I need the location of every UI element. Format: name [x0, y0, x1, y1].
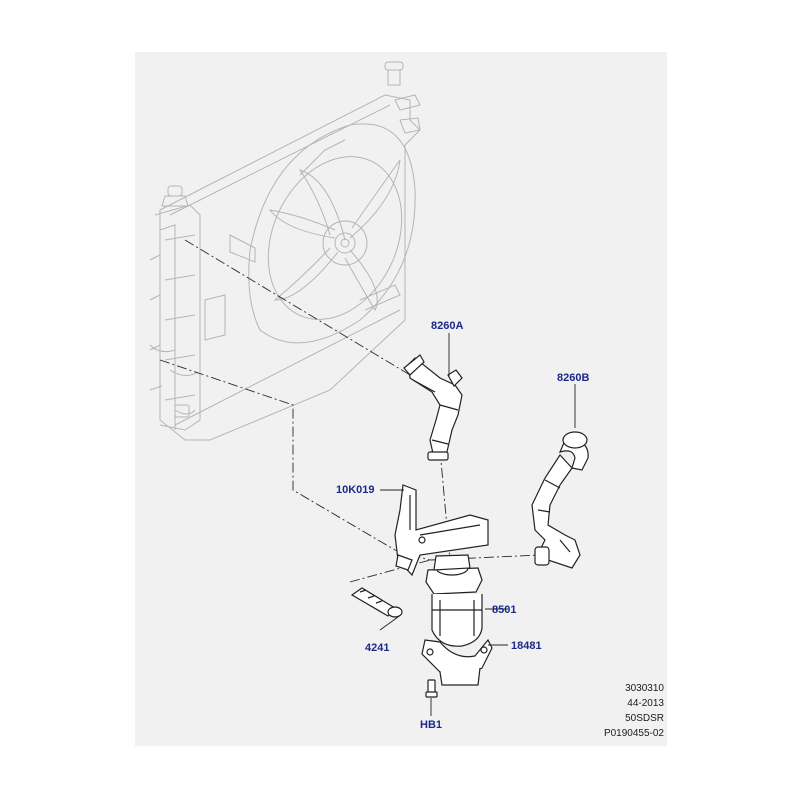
callout-hb1: HB1 — [420, 719, 442, 731]
bracket-10k019 — [394, 484, 489, 577]
callout-10k019: 10K019 — [336, 484, 375, 496]
clamp-18481 — [421, 638, 493, 686]
bolt-hb1 — [425, 679, 438, 698]
hose-8260a — [403, 354, 463, 461]
callout-18481: 18481 — [511, 640, 542, 652]
reference-code-3: 50SDSR — [625, 713, 664, 724]
reference-code-1: 3030310 — [625, 683, 664, 694]
radiator-fan-assembly — [149, 61, 421, 441]
callout-8501: 8501 — [492, 604, 516, 616]
reference-code-2: 44-2013 — [627, 698, 664, 709]
pump-8501 — [425, 554, 483, 647]
hose-8260b — [531, 431, 589, 569]
bolt-4241 — [350, 587, 403, 618]
callout-8260b: 8260B — [557, 372, 589, 384]
callout-leaders — [379, 333, 576, 716]
reference-code-4: P0190455-02 — [603, 728, 664, 739]
callout-8260a: 8260A — [431, 320, 463, 332]
diagram-panel — [135, 52, 667, 746]
callout-4241: 4241 — [365, 642, 389, 654]
